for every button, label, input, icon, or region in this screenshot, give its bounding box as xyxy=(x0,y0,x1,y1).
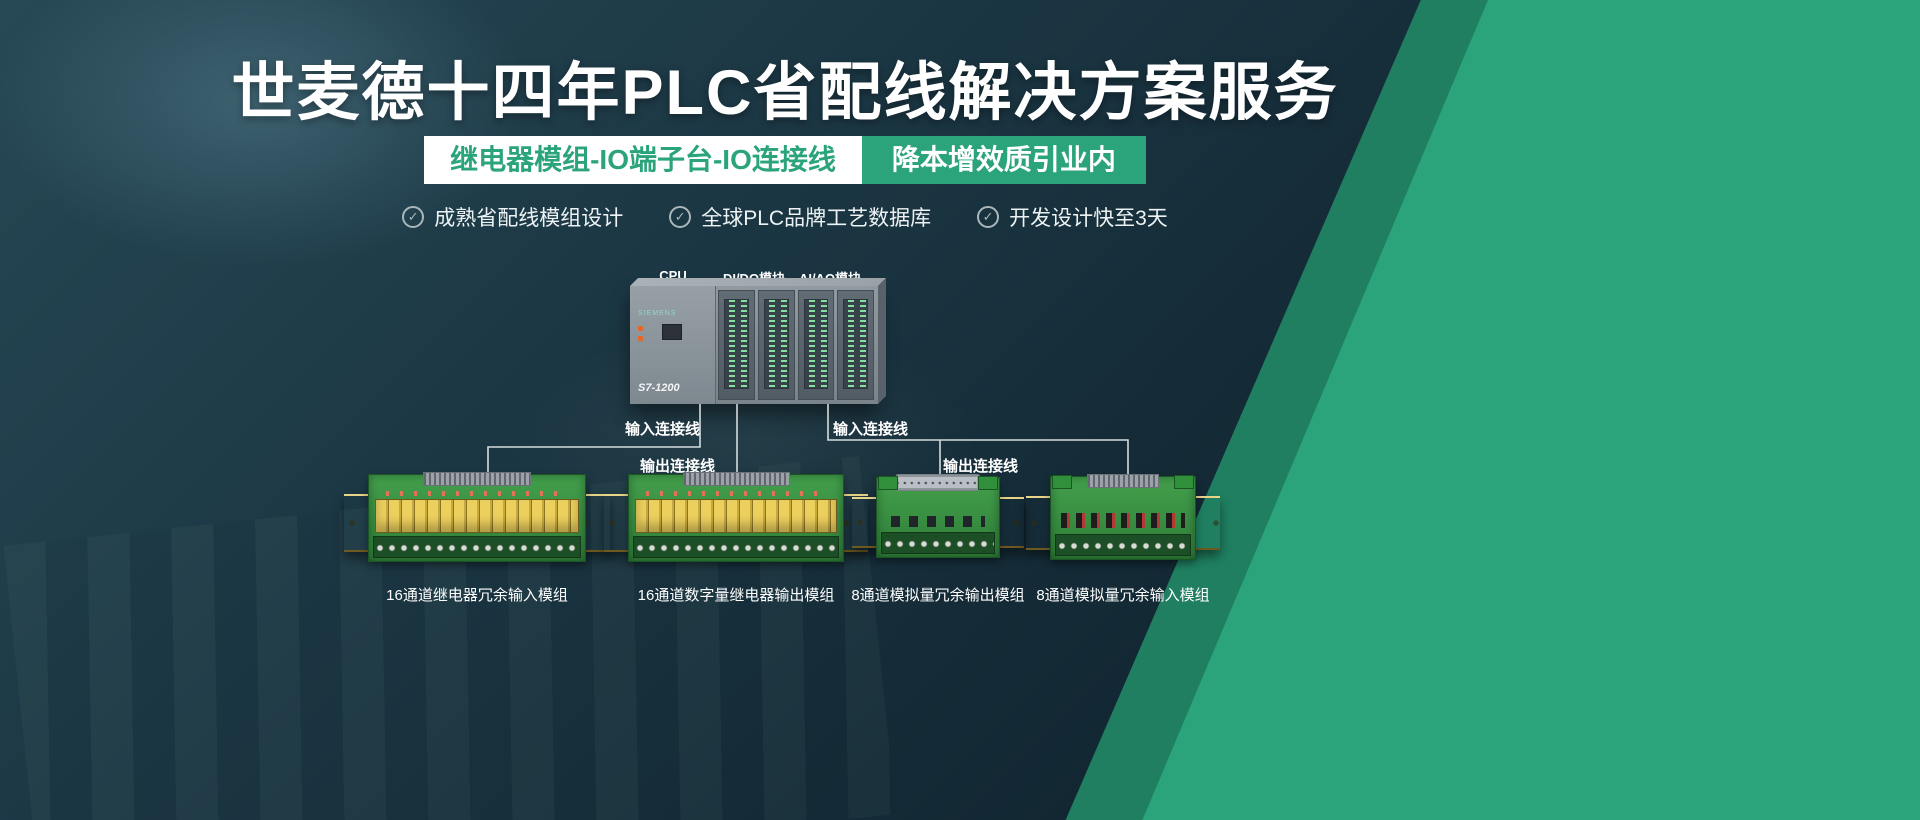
ribbon-left-label: 继电器模组-IO端子台-IO连接线 xyxy=(424,136,862,184)
check-circle-icon: ✓ xyxy=(977,206,1000,228)
terminal-block xyxy=(1052,475,1072,489)
led-strip xyxy=(843,299,868,389)
idc-connector xyxy=(682,472,790,486)
product-caption-2: 16通道数字量继电器输出模组 xyxy=(637,587,835,604)
led-strip xyxy=(724,299,749,389)
db25-connector xyxy=(895,474,981,491)
idc-connector xyxy=(423,472,531,486)
ribbon-right-label: 降本增效质引业内 xyxy=(861,136,1146,184)
indicator-leds xyxy=(646,491,826,496)
terminal-block xyxy=(1174,475,1194,489)
terminal-strip xyxy=(633,536,839,558)
terminal-strip xyxy=(1055,534,1191,556)
cable-path-input-right xyxy=(827,404,1129,478)
pcb xyxy=(368,472,586,562)
feature-item-2: ✓ 全球PLC品牌工艺数据库 xyxy=(669,202,931,232)
feature-label: 全球PLC品牌工艺数据库 xyxy=(701,207,932,230)
plc-io-module xyxy=(718,290,755,400)
plc-io-module xyxy=(837,290,874,400)
fuse-row xyxy=(1061,513,1185,528)
indicator-leds xyxy=(386,491,568,496)
check-circle-icon: ✓ xyxy=(669,206,692,228)
feature-label: 成熟省配线模组设计 xyxy=(434,207,624,230)
plc-io-modules xyxy=(718,290,874,400)
page-title: 世麦德十四年PLC省配线解决方案服务 xyxy=(231,58,1339,128)
idc-connector xyxy=(1087,474,1159,488)
ribbon: 继电器模组-IO端子台-IO连接线 降本增效质引业内 xyxy=(0,136,1570,184)
led-strip xyxy=(803,299,829,389)
product-board-3 xyxy=(852,474,1024,570)
plc-io-module xyxy=(757,290,795,400)
product-board-1 xyxy=(344,472,610,574)
led-strip xyxy=(763,299,789,389)
product-caption-4: 8通道模拟量冗余输入模组 xyxy=(1036,587,1210,604)
component-row xyxy=(891,516,985,527)
plc-device: SIEMENS S7-1200 xyxy=(630,278,886,404)
product-caption-1: 16通道继电器冗余输入模组 xyxy=(386,587,568,604)
terminal-block xyxy=(978,476,998,490)
plc-status-led xyxy=(638,336,643,341)
cable-label-input-left: 输入连接线 xyxy=(625,421,701,438)
relay-row xyxy=(375,499,579,533)
feature-label: 开发设计快至3天 xyxy=(1009,207,1168,230)
feature-item-1: ✓ 成熟省配线模组设计 xyxy=(402,202,623,232)
pcb xyxy=(876,474,1000,558)
terminal-block xyxy=(878,476,898,490)
product-board-4 xyxy=(1026,474,1220,572)
relay-row xyxy=(635,499,837,533)
feature-item-3: ✓ 开发设计快至3天 xyxy=(977,202,1168,232)
pcb xyxy=(628,472,844,562)
check-circle-icon: ✓ xyxy=(402,206,425,228)
cable-label-output-left: 输出连接线 xyxy=(640,458,716,475)
pcb xyxy=(1050,474,1196,560)
plc-cpu-section: SIEMENS S7-1200 xyxy=(630,286,716,404)
plc-io-module xyxy=(797,290,835,400)
feature-list: ✓ 成熟省配线模组设计 ✓ 全球PLC品牌工艺数据库 ✓ 开发设计快至3天 xyxy=(0,202,1570,232)
cable-label-input-right: 输入连接线 xyxy=(833,421,909,438)
plc-brand-text: SIEMENS xyxy=(638,310,677,317)
plc-status-led xyxy=(638,326,643,331)
terminal-strip xyxy=(373,536,581,558)
terminal-strip xyxy=(881,532,995,554)
cable-path-input-left xyxy=(487,404,701,476)
product-caption-3: 8通道模拟量冗余输出模组 xyxy=(851,587,1025,604)
product-board-2 xyxy=(604,472,868,574)
plc-model-text: S7-1200 xyxy=(638,382,680,394)
plc-display xyxy=(662,324,682,340)
cable-label-output-right: 输出连接线 xyxy=(943,458,1019,475)
